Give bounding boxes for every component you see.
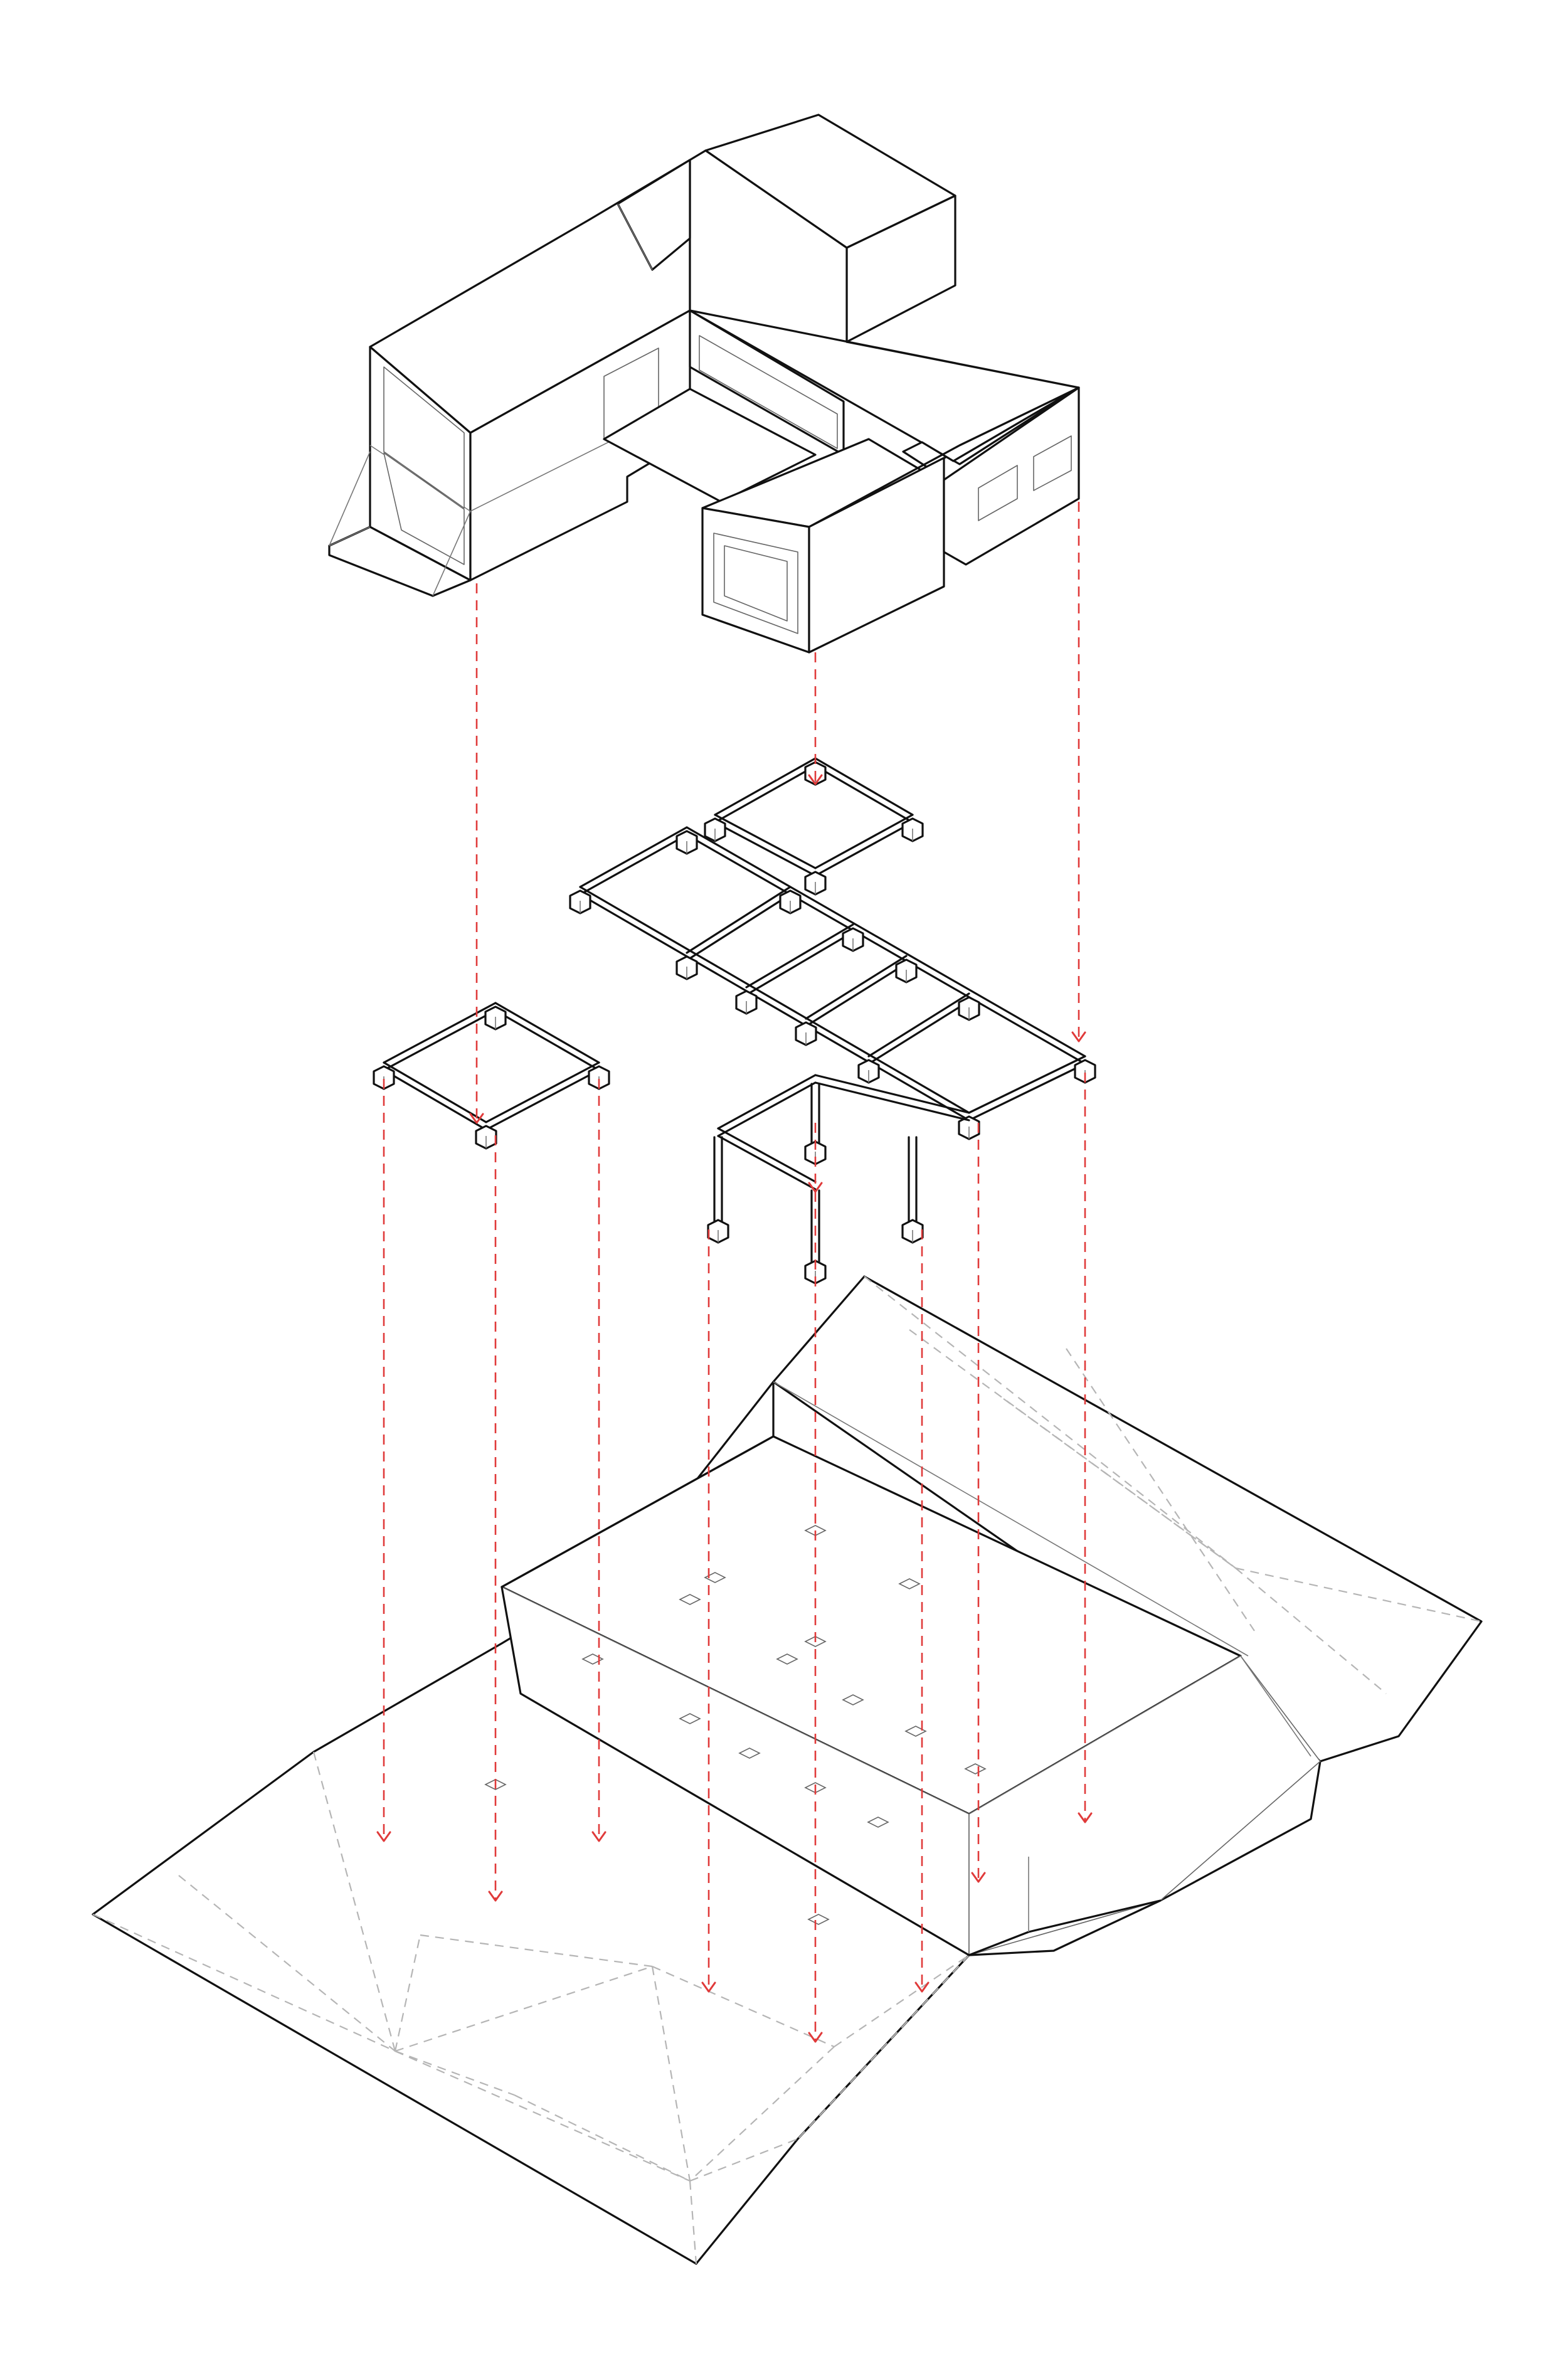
frame-beam: [686, 886, 792, 962]
frame-column: [675, 830, 698, 855]
alignment-guide-line: [469, 583, 484, 1124]
alignment-guide-line: [808, 1192, 823, 2043]
frame-column: [1074, 1059, 1096, 1084]
alignment-guide-line: [808, 1123, 823, 1193]
alignment-guide-line: [1071, 502, 1086, 1042]
frame-beam: [383, 1061, 487, 1131]
footing-marker: [964, 1763, 987, 1774]
frame-beam: [745, 923, 854, 996]
frame-beam: [814, 814, 914, 877]
frame-column: [569, 889, 591, 915]
frame-column: [901, 817, 924, 842]
frame-column: [795, 1021, 817, 1046]
frame-column: [735, 990, 758, 1015]
footing-marker: [898, 1578, 921, 1589]
footing-marker: [904, 1726, 927, 1737]
house-window-1: [978, 465, 1018, 521]
alignment-guide-line: [971, 1123, 986, 1883]
alignment-guide-line: [808, 652, 823, 785]
terrain-contour-dashes: [92, 1751, 970, 2264]
frame-column: [857, 1059, 880, 1084]
frame-beam: [717, 1127, 817, 1191]
frame-column: [675, 955, 698, 980]
frame-column: [707, 1136, 729, 1244]
frame-beam: [968, 1055, 1086, 1122]
alignment-guide-line: [488, 1135, 503, 1902]
footing-marker: [842, 1694, 864, 1705]
frame-column: [804, 1083, 827, 1165]
house-volumes-layer: [328, 114, 1080, 654]
alignment-guides: [376, 502, 1093, 2043]
terrain-plateau-side: [968, 1655, 1321, 1956]
frame-beam: [867, 992, 970, 1065]
structural-frame-layer: [373, 757, 1096, 1285]
alignment-guide-line: [701, 1229, 716, 1993]
frame-beam: [814, 1074, 970, 1122]
footing-marker: [776, 1653, 798, 1665]
footing-marker: [679, 1594, 701, 1605]
house-center-door: [699, 335, 838, 449]
frame-beam: [485, 1061, 600, 1131]
frame-column: [901, 1136, 924, 1244]
frame-column: [895, 958, 918, 984]
frame-beam: [717, 1074, 817, 1137]
frame-column: [373, 1065, 395, 1090]
alignment-guide-line: [914, 1229, 930, 1993]
frame-column: [704, 817, 726, 842]
frame-beam: [383, 1002, 497, 1071]
alignment-guide-line: [376, 1079, 391, 1842]
terrain-layer: [92, 1275, 1483, 2265]
frame-beam: [494, 1002, 600, 1071]
house-window-2: [1033, 435, 1072, 491]
frame-beam: [579, 826, 688, 896]
frame-column: [958, 996, 980, 1021]
frame-beam: [805, 955, 908, 1027]
frame-column: [842, 927, 864, 952]
frame-beam: [714, 814, 817, 877]
house-right-volume-side: [808, 457, 945, 654]
house-deck: [603, 388, 817, 503]
footing-marker: [704, 1572, 726, 1583]
alignment-guide-line: [1078, 1073, 1093, 1823]
footing-marker: [738, 1748, 761, 1759]
frame-column: [804, 1189, 827, 1285]
frame-column: [588, 1065, 610, 1090]
footing-marker: [679, 1713, 701, 1724]
footing-marker: [867, 1817, 889, 1828]
house-right-volume-top: [701, 386, 1080, 528]
frame-column: [475, 1125, 497, 1150]
frame-beam: [714, 757, 817, 824]
alignment-guide-line: [591, 1079, 607, 1842]
frame-beam: [686, 826, 1086, 1065]
frame-column: [484, 1005, 507, 1031]
frame-column: [804, 871, 827, 896]
frame-column: [779, 889, 802, 915]
frame-column: [958, 1115, 980, 1140]
frame-beam: [814, 757, 914, 824]
footing-marker: [581, 1653, 604, 1665]
house-left-opening: [383, 366, 465, 509]
frame-beam: [579, 886, 970, 1122]
